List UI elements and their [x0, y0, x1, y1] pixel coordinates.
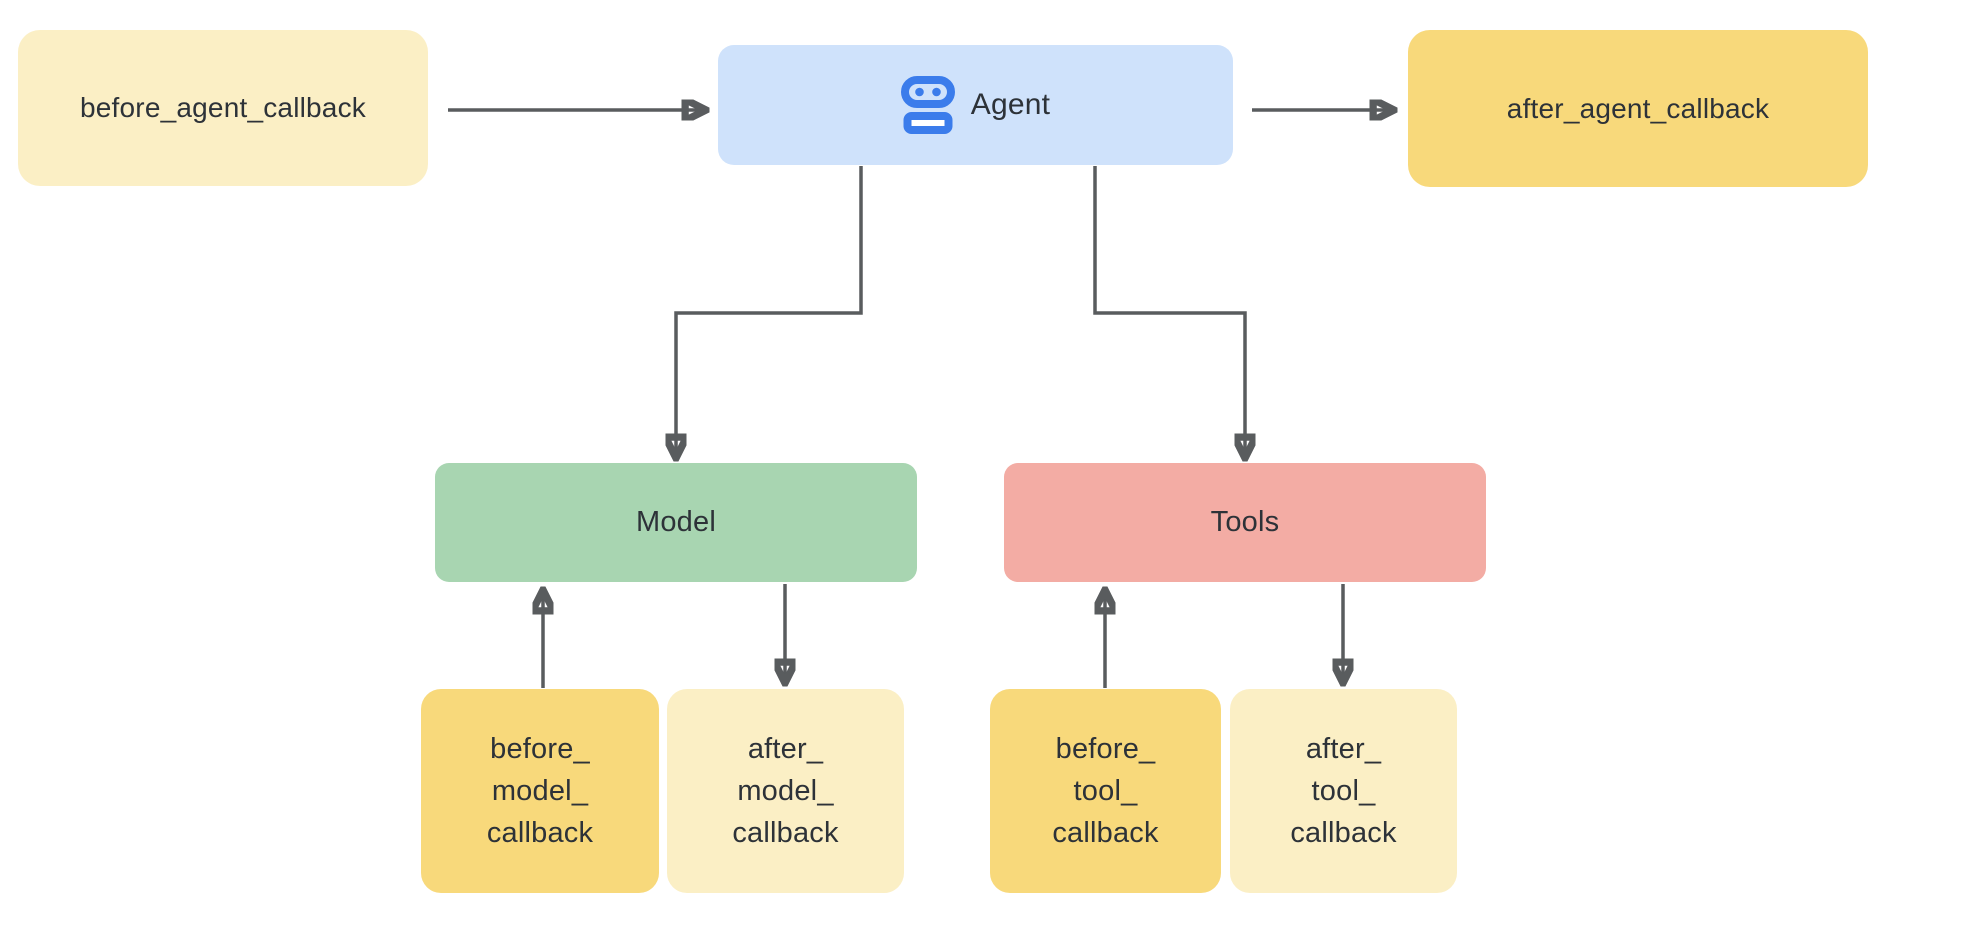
- node-before-agent-callback: before_agent_callback: [18, 30, 428, 186]
- node-after-model-callback: after_ model_ callback: [667, 689, 904, 893]
- node-after-tool-callback: after_ tool_ callback: [1230, 689, 1457, 893]
- node-label: before_agent_callback: [80, 92, 366, 123]
- node-after-agent-callback: after_agent_callback: [1408, 30, 1868, 187]
- node-label: Agent: [970, 88, 1051, 121]
- robot-icon: [900, 76, 955, 134]
- node-model: Model: [435, 463, 917, 582]
- node-label: after_ model_ callback: [732, 732, 839, 850]
- node-before-model-callback: before_ model_ callback: [421, 689, 659, 893]
- node-label: Model: [636, 506, 716, 538]
- node-label: after_ tool_ callback: [1290, 732, 1397, 850]
- node-label: before_ model_ callback: [486, 732, 594, 850]
- node-label: before_ tool_ callback: [1052, 732, 1159, 850]
- node-label: Tools: [1210, 506, 1280, 538]
- agent-content: Agent: [900, 75, 1051, 135]
- edge-agent-to-model: [676, 166, 863, 456]
- edge-agent-to-tools: [1093, 166, 1245, 456]
- node-label: after_agent_callback: [1506, 92, 1770, 124]
- node-before-tool-callback: before_ tool_ callback: [990, 689, 1221, 893]
- node-agent: Agent: [718, 45, 1233, 165]
- node-tools: Tools: [1004, 463, 1486, 582]
